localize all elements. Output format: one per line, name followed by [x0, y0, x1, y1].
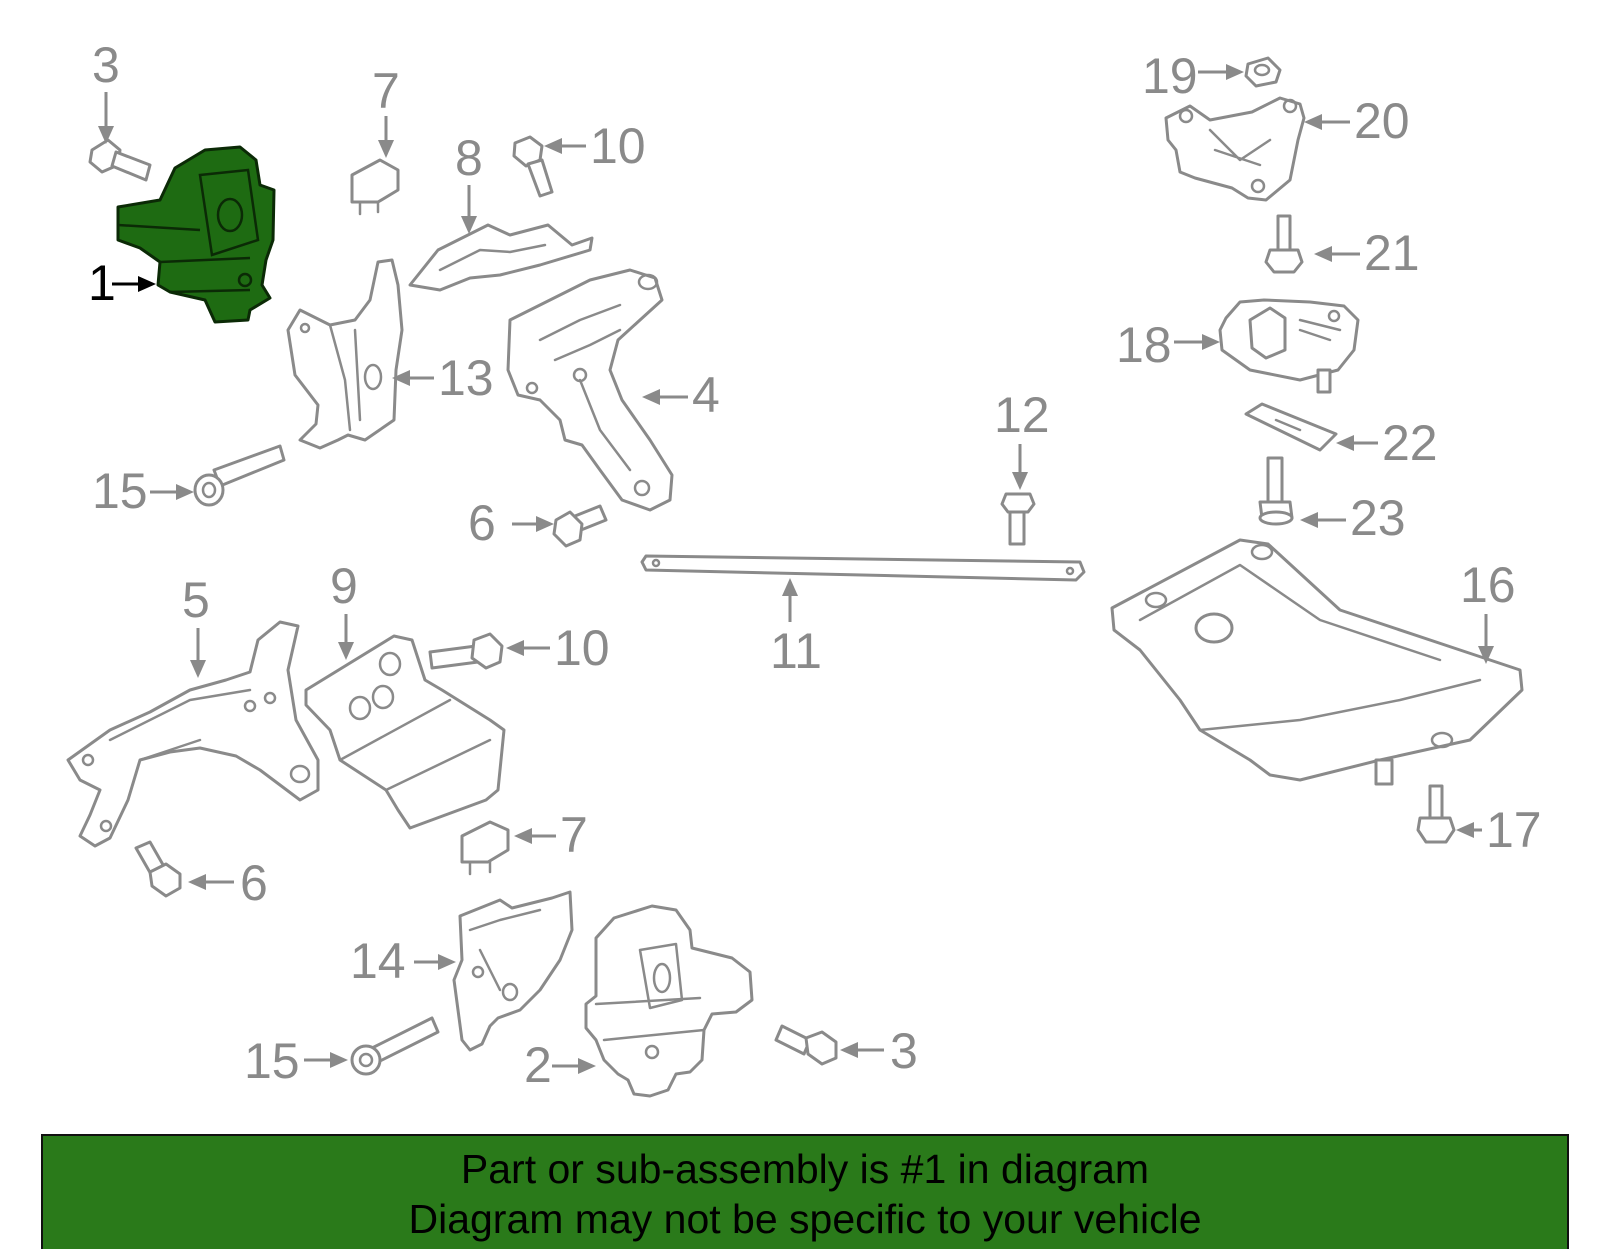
part-15-bolt-top[interactable] — [193, 444, 286, 507]
svg-text:13: 13 — [438, 350, 494, 406]
callout-15-top[interactable]: 15 — [92, 463, 194, 519]
part-10-bolt-top[interactable] — [512, 135, 554, 198]
svg-text:10: 10 — [554, 620, 610, 676]
part-21-bolt[interactable] — [1264, 214, 1304, 274]
callout-14[interactable]: 14 — [350, 933, 456, 989]
svg-text:2: 2 — [524, 1037, 552, 1093]
svg-text:11: 11 — [770, 623, 822, 679]
svg-text:15: 15 — [244, 1033, 300, 1089]
svg-text:6: 6 — [240, 855, 268, 911]
svg-text:1: 1 — [88, 255, 116, 311]
part-8-heat-shield[interactable] — [408, 223, 594, 292]
svg-text:15: 15 — [92, 463, 148, 519]
svg-text:18: 18 — [1116, 317, 1172, 373]
banner-background — [41, 1134, 1569, 1249]
part-6-bolt-top[interactable] — [552, 504, 608, 548]
callout-23[interactable]: 23 — [1300, 490, 1406, 546]
part-4-bracket[interactable] — [506, 268, 674, 512]
callout-11[interactable]: 11 — [770, 578, 822, 679]
part-18-mount[interactable] — [1218, 298, 1360, 394]
part-11-rod[interactable] — [640, 554, 1086, 582]
svg-text:3: 3 — [890, 1023, 918, 1079]
svg-text:17: 17 — [1486, 802, 1542, 858]
svg-text:9: 9 — [330, 558, 358, 614]
banner-line-2: Diagram may not be specific to your vehi… — [408, 1196, 1202, 1242]
part-3-bolt[interactable] — [88, 138, 152, 182]
svg-text:3: 3 — [92, 37, 120, 93]
callout-17[interactable]: 17 — [1456, 802, 1542, 858]
callout-16[interactable]: 16 — [1460, 557, 1516, 664]
callout-18[interactable]: 18 — [1116, 317, 1220, 373]
part-16-crossmember[interactable] — [1110, 538, 1524, 786]
callout-15-bottom[interactable]: 15 — [244, 1033, 348, 1089]
svg-text:10: 10 — [590, 118, 646, 174]
callout-6-bottom[interactable]: 6 — [188, 855, 268, 911]
callout-3-bottom[interactable]: 3 — [840, 1023, 918, 1079]
callout-3-top[interactable]: 3 — [92, 37, 120, 144]
part-13-bracket[interactable] — [286, 258, 404, 450]
callout-7-top[interactable]: 7 — [372, 63, 400, 158]
part-15-bolt-bottom[interactable] — [350, 1016, 440, 1076]
svg-text:8: 8 — [455, 130, 483, 186]
part-19-nut[interactable] — [1244, 56, 1282, 88]
callout-9[interactable]: 9 — [330, 558, 358, 660]
svg-text:23: 23 — [1350, 490, 1406, 546]
svg-text:5: 5 — [182, 572, 210, 628]
callout-21[interactable]: 21 — [1314, 225, 1420, 281]
part-14-bracket[interactable] — [452, 890, 574, 1052]
callout-7-bottom[interactable]: 7 — [514, 807, 588, 863]
info-banner: Part or sub-assembly is #1 in diagram Di… — [41, 1134, 1569, 1249]
part-7-cap-top[interactable] — [350, 158, 400, 216]
svg-text:19: 19 — [1142, 48, 1198, 104]
part-9-shield[interactable] — [304, 634, 506, 830]
callout-12[interactable]: 12 — [994, 387, 1050, 490]
svg-text:16: 16 — [1460, 557, 1516, 613]
part-2-mount[interactable] — [584, 904, 754, 1098]
part-3-bolt-bottom[interactable] — [774, 1024, 838, 1066]
svg-text:20: 20 — [1354, 93, 1410, 149]
part-20-bracket[interactable] — [1164, 96, 1306, 202]
callout-19[interactable]: 19 — [1142, 48, 1244, 104]
callout-1[interactable]: 1 — [88, 255, 156, 311]
svg-text:22: 22 — [1382, 415, 1438, 471]
svg-text:12: 12 — [994, 387, 1050, 443]
callout-13[interactable]: 13 — [392, 350, 494, 406]
callout-10-mid[interactable]: 10 — [506, 620, 610, 676]
part-1-engine-mount[interactable] — [116, 145, 276, 324]
part-10-bolt-mid[interactable] — [428, 632, 504, 670]
part-5-bracket[interactable] — [66, 620, 320, 848]
callout-4[interactable]: 4 — [642, 367, 720, 423]
svg-text:7: 7 — [560, 807, 588, 863]
part-17-bolt[interactable] — [1416, 784, 1456, 844]
callout-6-top[interactable]: 6 — [468, 495, 554, 551]
callout-2[interactable]: 2 — [524, 1037, 596, 1093]
svg-text:4: 4 — [692, 367, 720, 423]
part-7-cap-bottom[interactable] — [460, 820, 510, 876]
svg-text:7: 7 — [372, 63, 400, 119]
callout-20[interactable]: 20 — [1304, 93, 1410, 149]
part-23-bolt[interactable] — [1258, 456, 1294, 526]
svg-text:21: 21 — [1364, 225, 1420, 281]
callout-22[interactable]: 22 — [1336, 415, 1438, 471]
part-6-bolt-bottom[interactable] — [134, 840, 182, 898]
callout-8[interactable]: 8 — [455, 130, 483, 234]
callout-5[interactable]: 5 — [182, 572, 210, 678]
svg-text:6: 6 — [468, 495, 496, 551]
callout-10-top[interactable]: 10 — [544, 118, 646, 174]
part-12-bolt[interactable] — [1000, 492, 1036, 546]
part-22-plate[interactable] — [1244, 402, 1338, 452]
svg-text:14: 14 — [350, 933, 406, 989]
banner-line-1: Part or sub-assembly is #1 in diagram — [460, 1146, 1150, 1192]
